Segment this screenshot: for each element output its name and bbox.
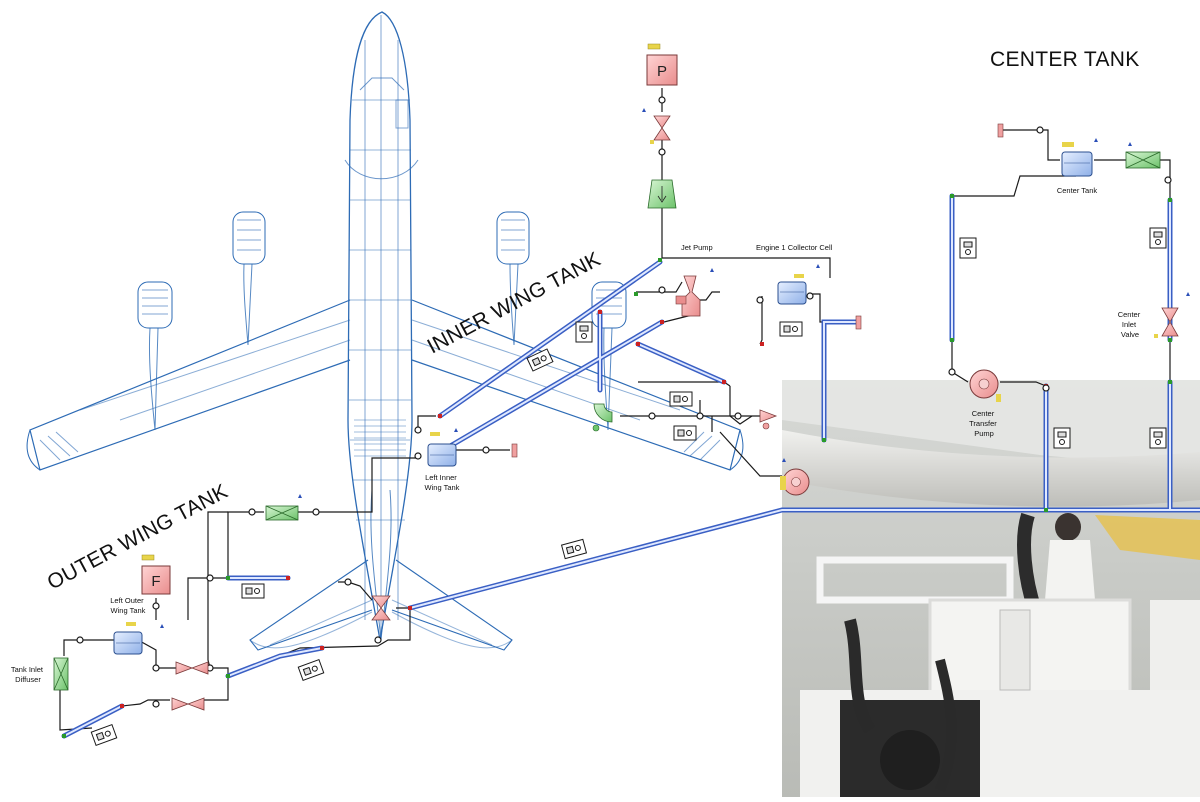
sensor-gauge[interactable] [297,659,325,681]
outer-wing-valve-1[interactable] [175,661,209,675]
cap-stubs [511,123,1004,458]
direction-indicators [160,108,1190,628]
inner-wing-inlet[interactable] [592,403,613,432]
sensor-gauge[interactable] [526,348,554,372]
sensor-gauge[interactable] [560,538,588,560]
center-transfer-pump-label-2: Transfer [969,419,997,428]
center-inlet-valve-label-1: Center [1118,310,1141,319]
engine-outer-left [137,281,173,431]
center-inlet-valve-label-2: Inlet [1122,320,1137,329]
center-tank-block[interactable] [1061,142,1093,177]
pressure-source-block[interactable]: P [646,43,678,86]
center-transfer-pump-label: Center Transfer Pump [969,409,999,438]
tank-inlet-diffuser-label-1: Tank Inlet [11,665,44,674]
flow-source-block[interactable]: F [141,554,171,595]
sensor-gauge[interactable] [1053,427,1071,449]
tank-inlet-diffuser[interactable] [53,657,69,691]
sensor-gauge[interactable] [669,391,693,407]
center-inlet-valve-label: Center Inlet Valve [1118,310,1143,339]
engine1-collector-tank[interactable] [777,274,807,305]
port-markers [62,194,1172,738]
center-inlet-valve-label-3: Valve [1121,330,1139,339]
top-filter[interactable] [647,179,677,209]
pipes [59,88,1200,739]
sensor-gauge[interactable] [575,321,593,343]
left-outer-wing-tank-label-2: Wing Tank [111,606,146,615]
left-outer-wing-tank-label: Left Outer Wing Tank [110,596,145,615]
sensor-gauge[interactable] [1149,227,1167,249]
outer-wing-tank-section-label: OUTER WING TANK [44,480,232,595]
center-tank-section-label: CENTER TANK [990,48,1140,71]
sensor-gauge[interactable] [779,321,803,337]
center-transfer-pump-label-3: Pump [974,429,994,438]
outer-wing-filter[interactable] [265,505,299,521]
center-tank-label: Center Tank [1057,186,1098,195]
sensor-gauge[interactable] [1149,427,1167,449]
sensor-gauge[interactable] [959,237,977,259]
outer-wing-valve-2[interactable] [171,697,205,711]
left-inner-wing-tank-label-1: Left Inner [425,473,457,482]
center-transfer-pump-label-1: Center [972,409,995,418]
engine-inner-left [232,211,266,346]
center-filter[interactable] [1125,151,1161,169]
refueling-photo [782,380,1200,797]
flow-source-letter: F [151,573,160,590]
center-inlet-valve[interactable] [1154,307,1179,338]
engine-inner-right [496,211,530,346]
left-inner-wing-tank[interactable] [427,432,457,467]
left-outer-wing-tank[interactable] [113,622,143,655]
junction-nodes [76,96,1172,708]
aircraft-wireframe [26,11,744,651]
tail-valve[interactable] [371,595,391,621]
jet-pump-label: Jet Pump [681,243,713,252]
top-valve[interactable] [650,115,671,144]
sensor-gauges[interactable] [90,227,1167,746]
sensor-gauge[interactable] [673,425,697,441]
center-transfer-pump[interactable] [969,369,1001,402]
tank-inlet-diffuser-label: Tank Inlet Diffuser [11,665,45,684]
engine-feed-pump[interactable] [780,468,810,496]
left-inner-wing-tank-label: Left Inner Wing Tank [425,473,460,492]
check-valve[interactable] [759,409,778,430]
left-inner-wing-tank-label-2: Wing Tank [425,483,460,492]
engine1-collector-label: Engine 1 Collector Cell [756,243,833,252]
left-outer-wing-tank-label-1: Left Outer [110,596,144,605]
sensor-gauge[interactable] [241,583,265,599]
sensor-gauge[interactable] [90,724,118,746]
jet-pump[interactable] [675,275,701,317]
pressure-source-letter: P [657,63,667,80]
tank-inlet-diffuser-label-2: Diffuser [15,675,41,684]
